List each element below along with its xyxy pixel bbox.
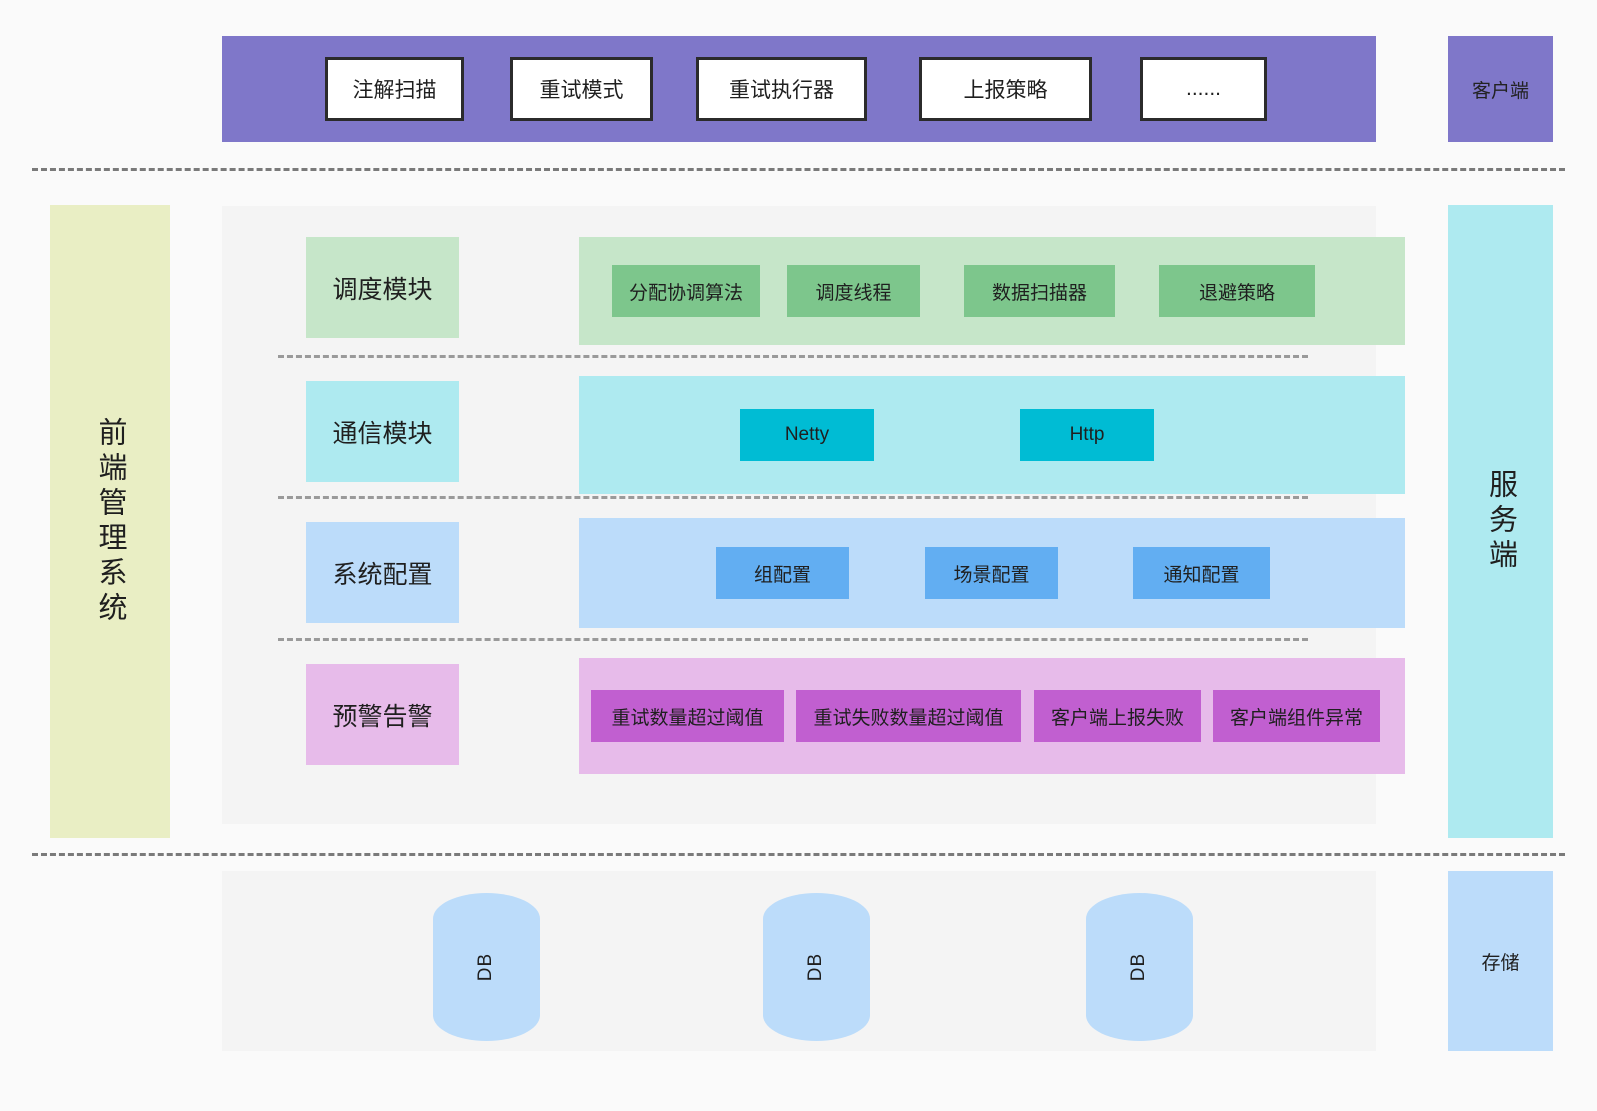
module-label-schedule: 调度模块: [306, 237, 459, 338]
client-chip-retry-mode[interactable]: 重试模式: [510, 57, 653, 121]
client-tier-band: 注解扫描 重试模式 重试执行器 上报策略 ......: [222, 36, 1376, 142]
module-chip-http[interactable]: Http: [1020, 409, 1154, 461]
storage-panel: DB DB DB: [222, 871, 1376, 1051]
module-label-communication: 通信模块: [306, 381, 459, 482]
module-body-alert: 重试数量超过阈值 重试失败数量超过阈值 客户端上报失败 客户端组件异常: [579, 658, 1405, 774]
module-chip-retry-count-over-threshold[interactable]: 重试数量超过阈值: [591, 690, 784, 742]
module-chip-notification-config[interactable]: 通知配置: [1133, 547, 1270, 599]
module-chip-client-component-abnormal[interactable]: 客户端组件异常: [1213, 690, 1380, 742]
database-cylinder-2-label: DB: [805, 952, 827, 982]
client-chip-ellipsis[interactable]: ......: [1140, 57, 1267, 121]
module-chip-data-scanner[interactable]: 数据扫描器: [964, 265, 1115, 317]
client-chip-retry-executor[interactable]: 重试执行器: [696, 57, 867, 121]
database-cylinder-1-label: DB: [475, 952, 497, 982]
module-separator-schedule-communication: [278, 355, 1308, 358]
module-body-system-config: 组配置 场景配置 通知配置: [579, 518, 1405, 628]
frontend-label-text: 前端管理系统: [94, 416, 126, 627]
module-label-alert: 预警告警: [306, 664, 459, 765]
tier-label-server: 服务端: [1448, 205, 1553, 838]
module-row-schedule: 调度模块 分配协调算法 调度线程 数据扫描器 退避策略: [306, 237, 1405, 345]
tier-separator-server-storage: [32, 853, 1565, 856]
module-separator-communication-config: [278, 496, 1308, 499]
module-row-communication: 通信模块 Netty Http: [306, 376, 1405, 494]
tier-label-frontend-management-system: 前端管理系统: [50, 205, 170, 838]
database-cylinder-2[interactable]: DB: [763, 893, 870, 1041]
server-label-text: 服务端: [1484, 469, 1517, 574]
module-chip-group-config[interactable]: 组配置: [716, 547, 849, 599]
module-body-schedule: 分配协调算法 调度线程 数据扫描器 退避策略: [579, 237, 1405, 345]
database-cylinder-3-label: DB: [1128, 952, 1150, 982]
module-chip-client-report-failure[interactable]: 客户端上报失败: [1034, 690, 1201, 742]
client-chip-annotation-scan[interactable]: 注解扫描: [325, 57, 464, 121]
module-chip-allocation-coordination-algorithm[interactable]: 分配协调算法: [612, 265, 760, 317]
module-row-alert: 预警告警 重试数量超过阈值 重试失败数量超过阈值 客户端上报失败 客户端组件异常: [306, 658, 1405, 774]
client-chip-report-strategy[interactable]: 上报策略: [919, 57, 1092, 121]
module-chip-netty[interactable]: Netty: [740, 409, 874, 461]
tier-label-client: 客户端: [1448, 36, 1553, 142]
database-cylinder-3[interactable]: DB: [1086, 893, 1193, 1041]
tier-separator-client-server: [32, 168, 1565, 171]
module-body-communication: Netty Http: [579, 376, 1405, 494]
module-label-system-config: 系统配置: [306, 522, 459, 623]
module-separator-config-alert: [278, 638, 1308, 641]
tier-label-storage: 存储: [1448, 871, 1553, 1051]
server-panel: 调度模块 分配协调算法 调度线程 数据扫描器 退避策略 通信模块 Netty H…: [222, 206, 1405, 824]
module-chip-scene-config[interactable]: 场景配置: [925, 547, 1058, 599]
module-chip-retry-failure-count-over-threshold[interactable]: 重试失败数量超过阈值: [796, 690, 1021, 742]
module-chip-backoff-strategy[interactable]: 退避策略: [1159, 265, 1315, 317]
module-row-system-config: 系统配置 组配置 场景配置 通知配置: [306, 518, 1405, 628]
database-cylinder-1[interactable]: DB: [433, 893, 540, 1041]
module-chip-schedule-thread[interactable]: 调度线程: [787, 265, 920, 317]
